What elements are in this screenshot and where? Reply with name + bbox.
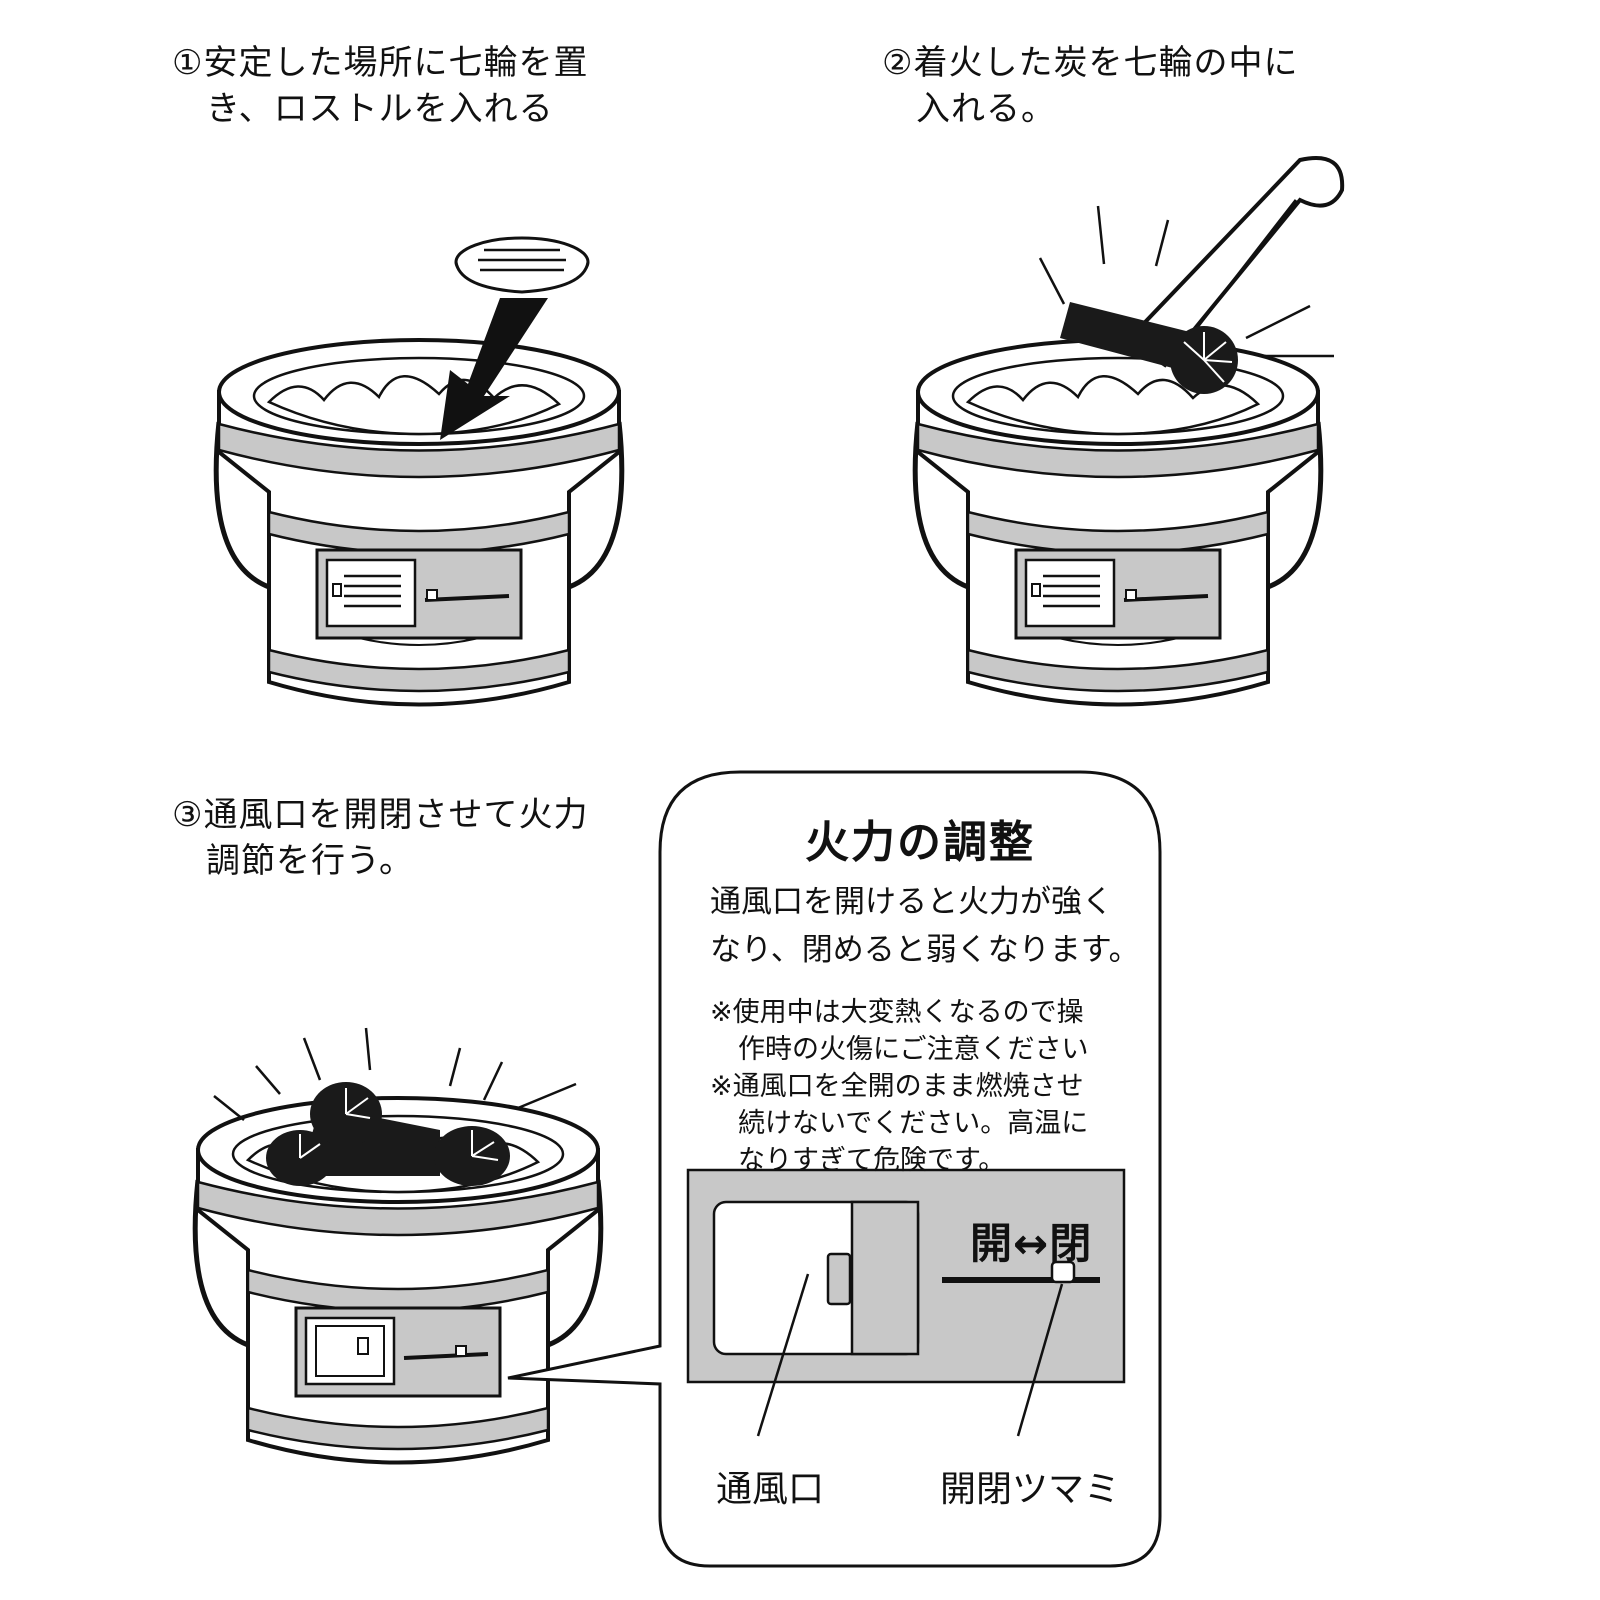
panel-title: 火力の調整 [805, 817, 1035, 868]
note-1-line-2: 作時の火傷にご注意ください [738, 1034, 1089, 1065]
caution-note-1: ※使用中は大変熱くなるので操 作時の火傷にご注意ください [710, 994, 1088, 1068]
step-1-line-1: ①安定した場所に七輪を置 [172, 43, 589, 83]
note-2-line-1: ※通風口を全開のまま燃焼させ [710, 1071, 1084, 1102]
panel-desc-line-1: 通風口を開けると火力が強く [710, 884, 1113, 920]
arrow-icon [440, 298, 548, 440]
callout-knob-label: 開閉ツマミ [940, 1469, 1121, 1510]
step-3-line-1: ③通風口を開閉させて火力 [172, 795, 589, 835]
heat-lines-step3-icon [213, 1027, 577, 1121]
step-2-instruction: ②着火した炭を七輪の中に 入れる。 [882, 40, 1298, 132]
stove-step2-icon [915, 340, 1321, 705]
charcoal-lit-icon [1060, 302, 1238, 394]
step-2-line-2: 入れる。 [916, 89, 1056, 129]
panel-desc-line-2: なり、閉めると弱くなります。 [710, 932, 1140, 968]
note-1-line-1: ※使用中は大変熱くなるので操 [710, 997, 1084, 1028]
vent-detail-icon [686, 1168, 1126, 1437]
grate-icon [454, 236, 590, 294]
caution-note-2: ※通風口を全開のまま燃焼させ 続けないでください。高温に なりすぎて危険です。 [710, 1068, 1088, 1179]
note-2-line-3: なりすぎて危険です。 [738, 1145, 1006, 1176]
step-1-line-2: き、ロストルを入れる [206, 89, 554, 129]
note-2-line-2: 続けないでください。高温に [738, 1108, 1089, 1139]
stove-step1-icon [216, 340, 622, 705]
step-3-line-2: 調節を行う。 [206, 841, 414, 881]
step-3-instruction: ③通風口を開閉させて火力 調節を行う。 [172, 792, 588, 884]
stove-step3-icon [195, 1098, 601, 1463]
heat-lines-step2-icon [1038, 205, 1334, 358]
step-1-instruction: ①安定した場所に七輪を置 き、ロストルを入れる [172, 40, 588, 132]
panel-description: 通風口を開けると火力が強く なり、閉めると弱くなります。 [710, 878, 1140, 974]
callout-vent-label: 通風口 [716, 1469, 825, 1510]
charcoal-pile-icon [266, 1082, 510, 1186]
step-2-line-1: ②着火した炭を七輪の中に [882, 43, 1299, 83]
open-close-label: 開↔閉 [970, 1219, 1093, 1268]
